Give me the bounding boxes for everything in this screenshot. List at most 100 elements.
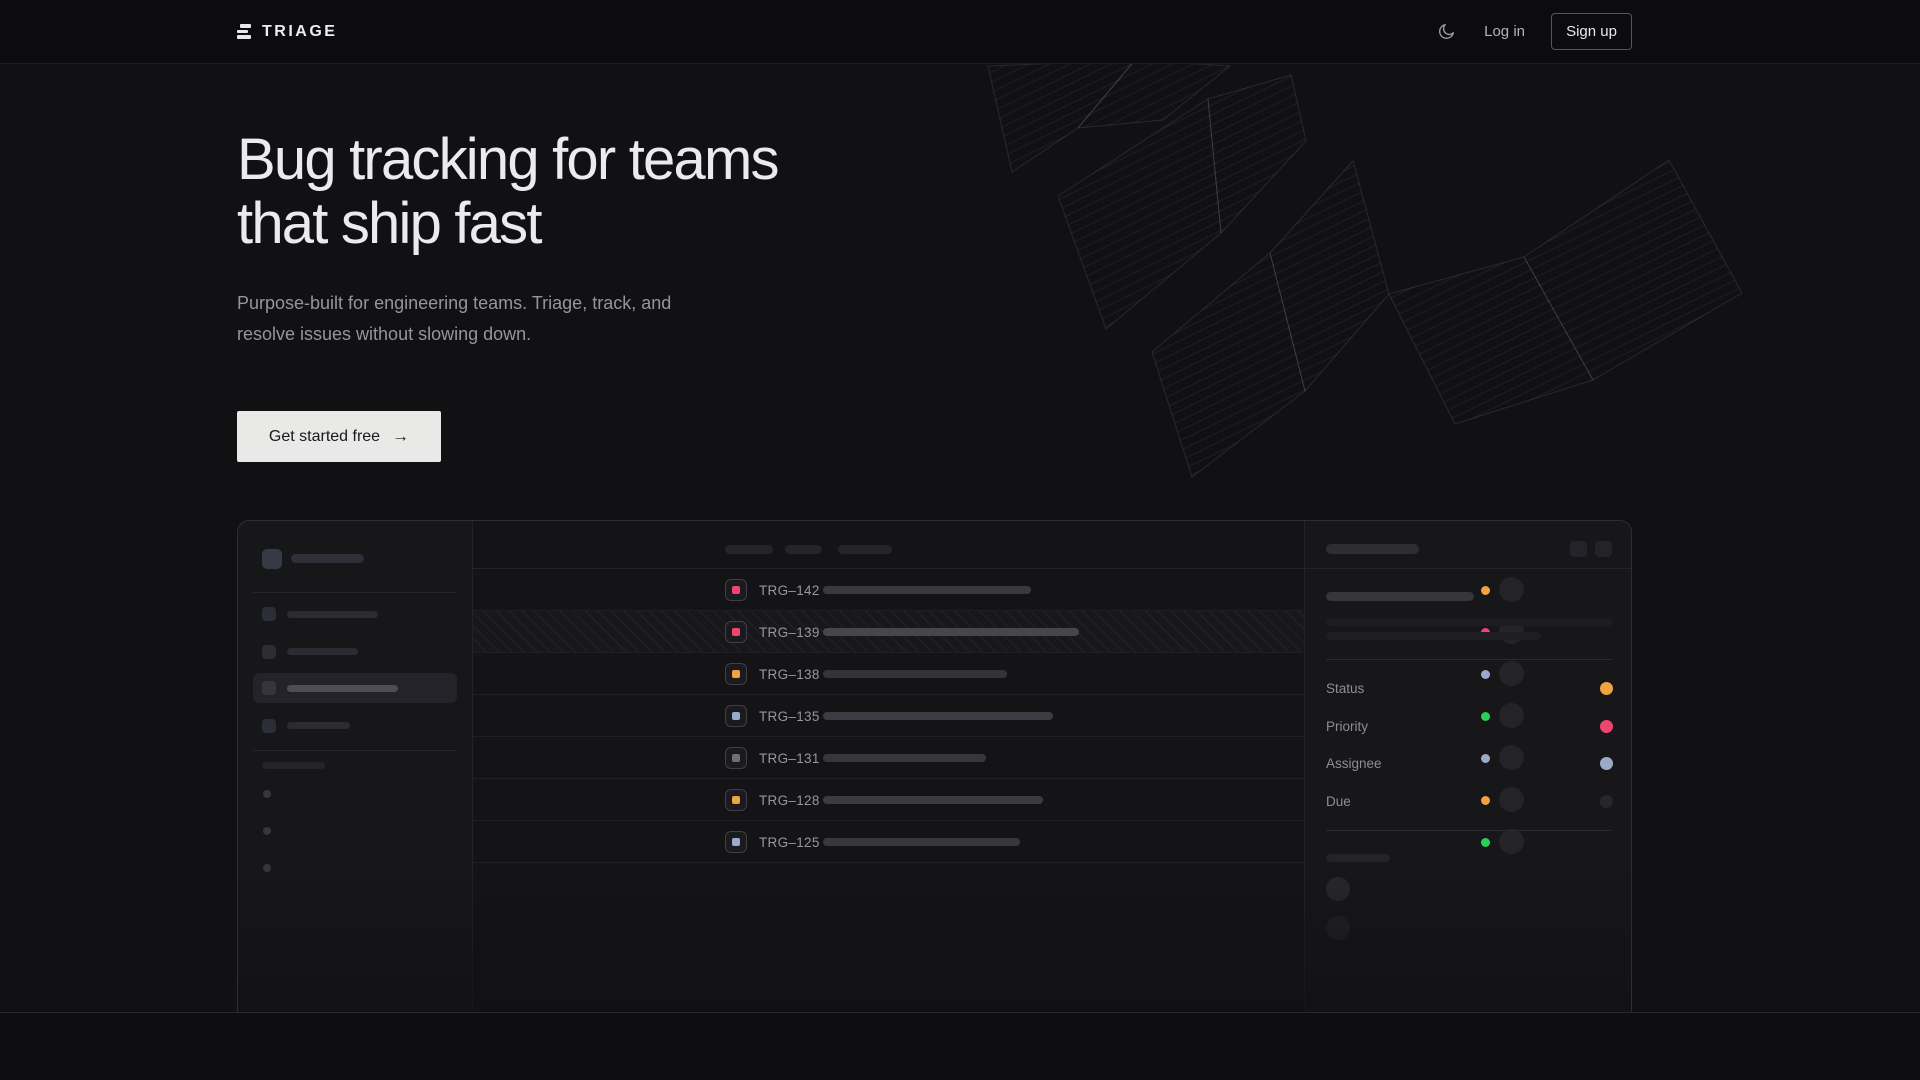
issue-id: TRG–142 [759,583,820,598]
sidebar-item-placeholder[interactable] [287,722,350,729]
nav-actions: Log in Sign up [1434,13,1632,50]
issue-type-icon [725,831,747,853]
sidebar-dot-placeholder [263,827,271,835]
issue-type-icon [725,705,747,727]
issue-id: TRG–131 [759,751,820,766]
issue-row[interactable]: TRG–139 [473,611,1524,653]
sidebar-item-icon [262,681,276,695]
issue-status-dot [1481,754,1490,763]
issue-title-placeholder [823,628,1079,636]
issue-title-placeholder [823,586,1031,594]
panel-field-label: Priority [1326,718,1369,734]
sidebar-item-icon [262,607,276,621]
issue-status-dot [1481,796,1490,805]
issue-row[interactable]: TRG–142 [473,569,1524,611]
sidebar-item-placeholder[interactable] [287,648,358,655]
app-mockup: TRG–142 TRG–139 TRG–138 TRG–135 TRG–131 … [237,520,1632,1012]
issue-type-icon [725,579,747,601]
issue-id: TRG–125 [759,835,820,850]
filter-pill-placeholder[interactable] [785,545,822,554]
panel-action-button[interactable] [1595,541,1612,557]
footer-area [0,1013,1920,1080]
issue-list: TRG–142 TRG–139 TRG–138 TRG–135 TRG–131 … [472,521,1524,1012]
sidebar-dot-placeholder [263,864,271,872]
workspace-avatar-placeholder [262,549,282,569]
issue-title-placeholder [823,838,1020,846]
issue-description-placeholder [1326,618,1613,626]
theme-toggle-button[interactable] [1434,20,1458,44]
section-divider [0,1012,1920,1013]
comment-avatar-placeholder [1326,916,1350,940]
get-started-button[interactable]: Get started free → [237,411,441,462]
panel-divider [1326,830,1612,831]
assignee-avatar [1499,787,1524,812]
issue-status-dot [1481,670,1490,679]
issue-type-icon [725,663,747,685]
issue-title-placeholder [823,754,986,762]
panel-divider [1326,659,1612,660]
filter-pill-placeholder[interactable] [838,545,892,554]
sidebar-item-icon [262,718,276,733]
issue-title-placeholder [1326,592,1474,601]
panel-title-placeholder [1326,544,1419,554]
issue-description-placeholder [1326,632,1541,640]
top-nav: TRIAGE Log in Sign up [0,0,1920,64]
issue-title-placeholder [823,796,1043,804]
issue-row[interactable]: TRG–125 [473,821,1524,863]
panel-field-label: Assignee [1326,756,1382,771]
issue-type-icon [725,621,747,643]
sidebar-item-placeholder [287,685,398,692]
assignee-avatar [1499,745,1524,770]
assignee-avatar [1499,661,1524,686]
issue-type-icon [725,789,747,811]
sidebar-divider [253,750,457,751]
issue-title-placeholder [823,670,1007,678]
issue-status-dot [1481,586,1490,595]
issue-id: TRG–135 [759,709,820,724]
panel-section-placeholder [1326,854,1390,862]
issue-row[interactable]: TRG–138 [473,653,1524,695]
cta-label: Get started free [268,427,381,445]
hero-subtitle: Purpose-built for engineering teams. Tri… [237,293,672,344]
hero-section: Bug tracking for teams that ship fast Pu… [237,64,779,462]
brand[interactable]: TRIAGE [237,23,337,41]
panel-field-value-dot [1600,757,1613,770]
issue-id: TRG–128 [759,793,820,808]
issue-row[interactable]: TRG–128 [473,779,1524,821]
assignee-avatar [1499,577,1524,602]
issue-title-placeholder [823,712,1053,720]
sidebar-section-placeholder [262,762,325,769]
sidebar-dot-placeholder [263,790,271,798]
login-link[interactable]: Log in [1484,23,1525,40]
issue-id: TRG–139 [759,625,820,640]
assignee-avatar [1499,829,1524,854]
triage-logo-icon [237,24,251,39]
assignee-avatar [1499,703,1524,728]
comment-avatar-placeholder [1326,877,1350,901]
panel-field-label: Due [1326,793,1351,809]
issue-detail-panel: Status Priority Assignee Due [1305,521,1631,1012]
issue-status-dot [1481,838,1490,847]
issue-status-dot [1481,712,1490,721]
panel-action-button[interactable] [1570,541,1587,557]
issue-rows: TRG–142 TRG–139 TRG–138 TRG–135 TRG–131 … [473,569,1524,863]
panel-field-value-dot [1600,719,1613,733]
issue-id: TRG–138 [759,667,820,682]
issue-row[interactable]: TRG–135 [473,695,1524,737]
sidebar-item-icon [262,644,276,659]
filter-pill-placeholder[interactable] [725,545,773,554]
sidebar-divider [253,592,457,593]
moon-icon [1438,24,1454,39]
workspace-name-placeholder [291,554,364,563]
signup-button[interactable]: Sign up [1551,13,1632,50]
brand-name: TRIAGE [262,22,338,40]
panel-header [1305,521,1631,569]
mockup-sidebar [238,521,472,1012]
arrow-right-icon: → [392,426,410,446]
issue-type-icon [725,747,747,769]
issue-row[interactable]: TRG–131 [473,737,1524,779]
panel-field-value-dot [1600,794,1613,808]
sidebar-item-placeholder[interactable] [287,610,378,618]
hero-title: Bug tracking for teams that ship fast [237,127,779,256]
